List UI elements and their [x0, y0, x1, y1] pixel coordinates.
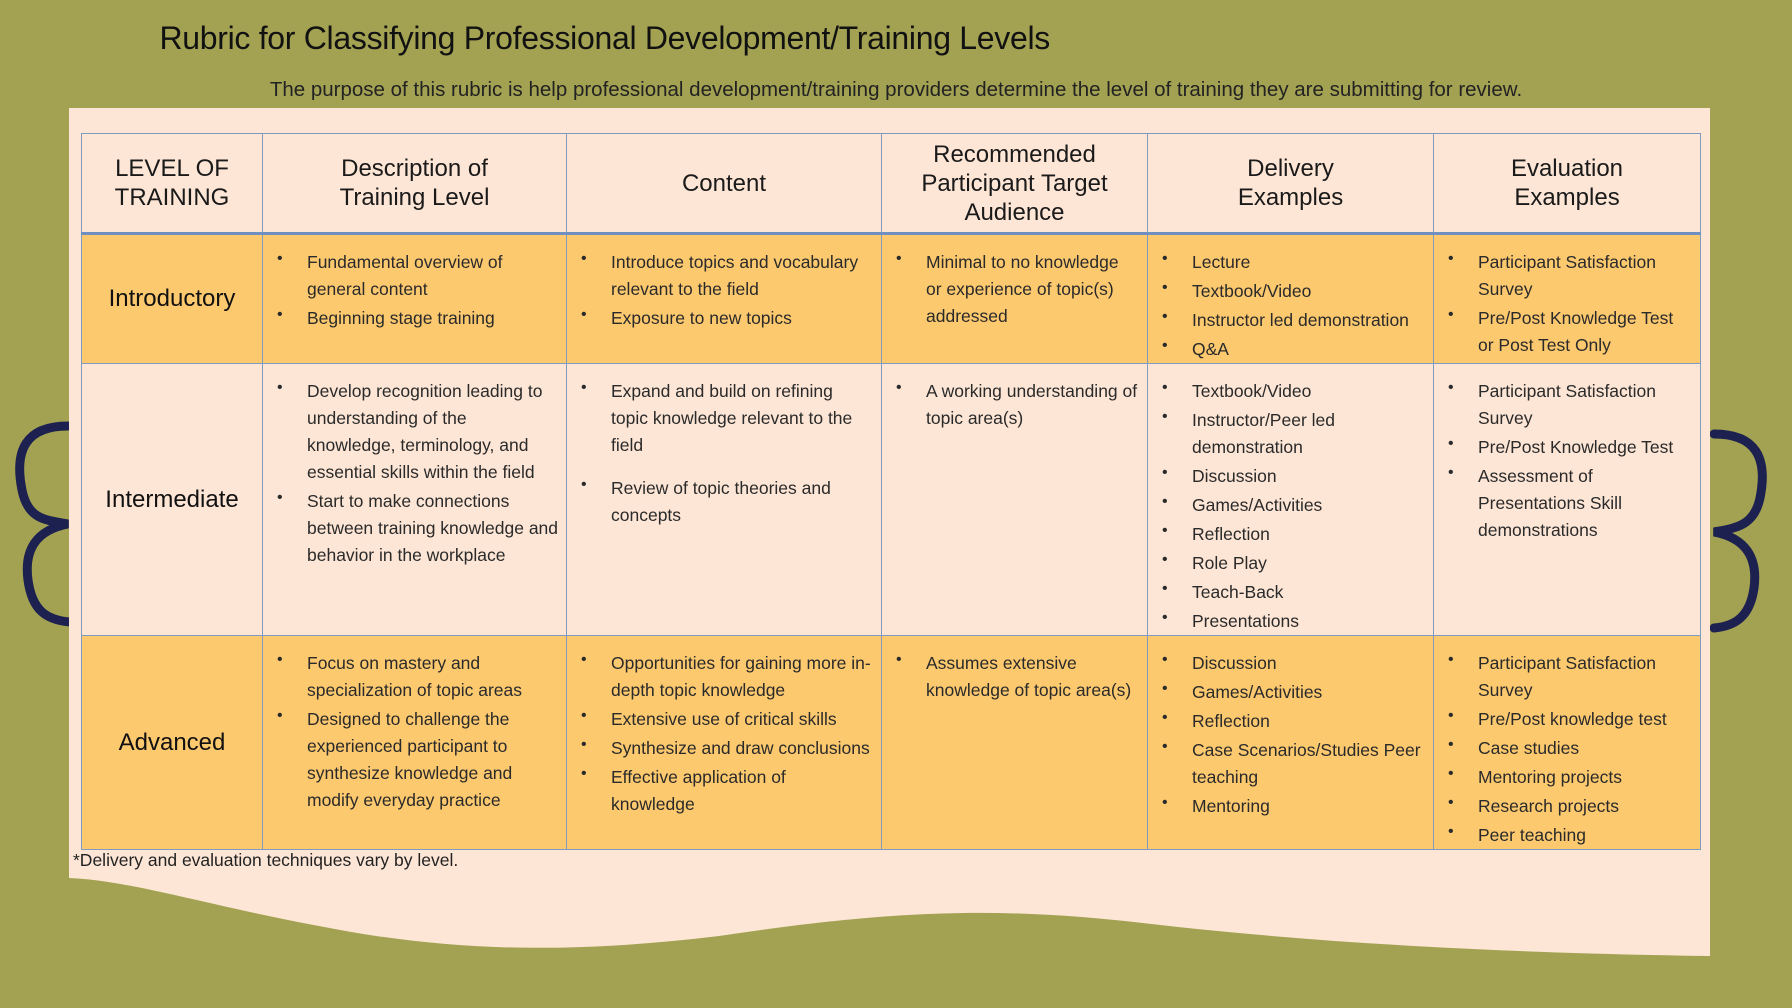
page-subtitle: The purpose of this rubric is help profe… — [269, 78, 1523, 101]
list-item: Assessment of Presentations Skill demons… — [1434, 459, 1692, 544]
list-item: Exposure to new topics — [567, 301, 873, 332]
list-item: Minimal to no knowledge or experience of… — [882, 245, 1139, 330]
level-cell: Advanced — [81, 635, 263, 850]
list-item: Role Play — [1148, 546, 1425, 577]
list-item: Pre/Post Knowledge Test — [1434, 430, 1692, 461]
level-cell: Intermediate — [81, 363, 263, 636]
audience-cell: A working understanding of topic area(s) — [881, 363, 1148, 636]
footnote: *Delivery and evaluation techniques vary… — [73, 850, 459, 870]
header-level: LEVEL OF TRAINING — [81, 133, 263, 235]
list-item: Textbook/Video — [1148, 274, 1425, 305]
list-item: Synthesize and draw conclusions — [567, 731, 873, 762]
list-item: Q&A — [1148, 332, 1425, 363]
evaluation-cell: Participant Satisfaction Survey Pre/Post… — [1433, 233, 1701, 364]
list-item: Beginning stage training — [263, 301, 558, 332]
list-item: Reflection — [1148, 517, 1425, 548]
list-item: Assumes extensive knowledge of topic are… — [882, 646, 1139, 704]
left-brace-icon — [15, 421, 75, 627]
list-item: Mentoring — [1148, 789, 1425, 820]
right-brace-icon — [1709, 429, 1767, 633]
page-title: Rubric for Classifying Professional Deve… — [159, 20, 1050, 56]
description-cell: Focus on mastery and specialization of t… — [262, 635, 567, 850]
list-item: Textbook/Video — [1148, 374, 1425, 405]
list-item: Participant Satisfaction Survey — [1434, 374, 1692, 432]
rubric-table: LEVEL OF TRAINING Description of Trainin… — [81, 133, 1701, 850]
list-item: Instructor led demonstration — [1148, 303, 1425, 334]
list-item: Case studies — [1434, 731, 1692, 762]
content-cell: Expand and build on refining topic knowl… — [566, 363, 882, 636]
list-item: Peer teaching — [1434, 818, 1692, 849]
list-item: Develop recognition leading to understan… — [263, 374, 558, 486]
list-item: Reflection — [1148, 704, 1425, 735]
list-item: Review of topic theories and concepts — [567, 471, 873, 529]
table-row: Intermediate Develop recognition leading… — [81, 363, 1701, 636]
list-item: Teach-Back — [1148, 575, 1425, 606]
list-item: Presentations — [1148, 604, 1425, 635]
list-item: Extensive use of critical skills — [567, 702, 873, 733]
evaluation-cell: Participant Satisfaction Survey Pre/Post… — [1433, 363, 1701, 636]
list-item: Mentoring projects — [1434, 760, 1692, 791]
list-item: Effective application of knowledge — [567, 760, 873, 818]
table-header-row: LEVEL OF TRAINING Description of Trainin… — [81, 133, 1701, 235]
list-item: Pre/Post Knowledge Test or Post Test Onl… — [1434, 301, 1692, 359]
evaluation-cell: Participant Satisfaction Survey Pre/Post… — [1433, 635, 1701, 850]
list-item: Pre/Post knowledge test — [1434, 702, 1692, 733]
delivery-cell: Textbook/Video Instructor/Peer led demon… — [1147, 363, 1434, 636]
list-item: Discussion — [1148, 459, 1425, 490]
list-item: Opportunities for gaining more in-depth … — [567, 646, 873, 704]
header-description: Description of Training Level — [262, 133, 567, 235]
description-cell: Fundamental overview of general content … — [262, 233, 567, 364]
list-item: Designed to challenge the experienced pa… — [263, 702, 558, 814]
list-item: Focus on mastery and specialization of t… — [263, 646, 558, 704]
list-item: Games/Activities — [1148, 675, 1425, 706]
delivery-cell: Lecture Textbook/Video Instructor led de… — [1147, 233, 1434, 364]
table-row: Introductory Fundamental overview of gen… — [81, 233, 1701, 364]
list-item: Start to make connections between traini… — [263, 484, 558, 569]
header-evaluation: Evaluation Examples — [1433, 133, 1701, 235]
delivery-cell: Discussion Games/Activities Reflection C… — [1147, 635, 1434, 850]
list-item: Lecture — [1148, 245, 1425, 276]
audience-cell: Assumes extensive knowledge of topic are… — [881, 635, 1148, 850]
list-item: Research projects — [1434, 789, 1692, 820]
list-item: Discussion — [1148, 646, 1425, 677]
description-cell: Develop recognition leading to understan… — [262, 363, 567, 636]
list-item: Instructor/Peer led demonstration — [1148, 403, 1425, 461]
list-item: Case Scenarios/Studies Peer teaching — [1148, 733, 1425, 791]
list-item: Fundamental overview of general content — [263, 245, 558, 303]
header-audience: Recommended Participant Target Audience — [881, 133, 1148, 235]
list-item: Expand and build on refining topic knowl… — [567, 374, 873, 459]
header-delivery: Delivery Examples — [1147, 133, 1434, 235]
list-item: A working understanding of topic area(s) — [882, 374, 1139, 432]
list-item: Participant Satisfaction Survey — [1434, 646, 1692, 704]
audience-cell: Minimal to no knowledge or experience of… — [881, 233, 1148, 364]
table-row: Advanced Focus on mastery and specializa… — [81, 635, 1701, 850]
level-cell: Introductory — [81, 233, 263, 364]
content-cell: Introduce topics and vocabulary relevant… — [566, 233, 882, 364]
list-item: Introduce topics and vocabulary relevant… — [567, 245, 873, 303]
list-item: Participant Satisfaction Survey — [1434, 245, 1692, 303]
list-item: Games/Activities — [1148, 488, 1425, 519]
header-content: Content — [566, 133, 882, 235]
content-cell: Opportunities for gaining more in-depth … — [566, 635, 882, 850]
